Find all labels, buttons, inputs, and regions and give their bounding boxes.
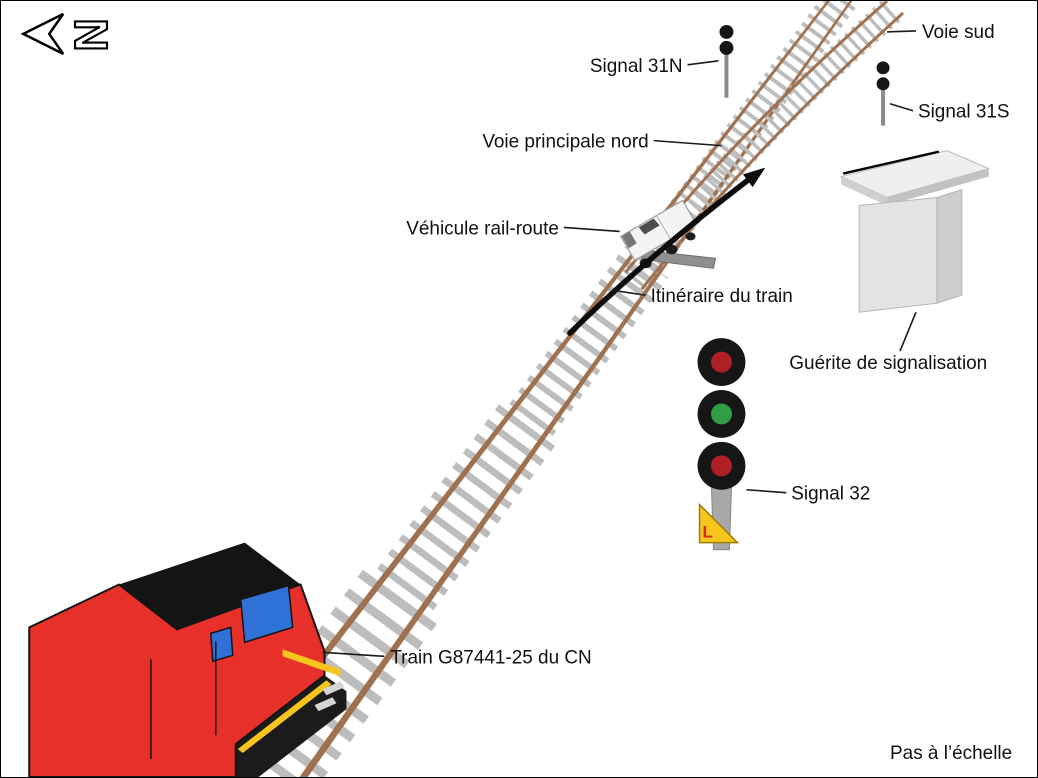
locomotive-underframe (235, 675, 347, 777)
label-signal-31s: Signal 31S (918, 102, 1010, 123)
north-arrow-chevron (20, 12, 65, 55)
track-ties-segment (509, 246, 669, 436)
locomotive-roof (119, 542, 301, 630)
signal-head (876, 61, 890, 75)
signal-head (876, 77, 890, 91)
signal-32-mast: L (697, 338, 746, 551)
locomotive-step (314, 697, 337, 712)
vehicle-bed-seam (656, 215, 672, 240)
labels: Voie sud Signal 31N Signal 31S Voie prin… (322, 22, 1012, 764)
label-itineraire-du-train: Itinéraire du train (651, 286, 793, 307)
signal-head (719, 24, 734, 39)
label-train: Train G87441-25 du CN (390, 647, 591, 668)
route-arrowhead (743, 167, 766, 188)
bungalow-roofline (842, 150, 940, 175)
bungalow-side-face (936, 188, 963, 304)
track-ties-segment (377, 399, 560, 611)
vehicle-wheel (685, 232, 696, 241)
route-curve (567, 177, 751, 336)
label-not-to-scale: Pas à l’échelle (890, 743, 1012, 764)
north-letter: N (65, 18, 117, 51)
label-signal-32: Signal 32 (791, 484, 870, 505)
locomotive-stripe-frame (237, 680, 332, 754)
locomotive-step (322, 681, 345, 696)
label-signal-31n: Signal 31N (590, 56, 683, 77)
signal-31s-mast (876, 61, 890, 126)
label-voie-sud: Voie sud (922, 22, 995, 43)
signal-head (719, 40, 734, 55)
bungalow-roof-edge-left (841, 176, 888, 206)
locomotive-panel-line (118, 583, 178, 630)
locomotive-window-large (239, 584, 294, 644)
leader-guerite (899, 311, 917, 352)
leader-voie-sud (887, 30, 917, 33)
rail-left (231, 1, 830, 774)
signal-l-plate (698, 502, 740, 544)
vehicle-grille (621, 231, 637, 249)
vehicle-body (619, 199, 698, 262)
signal-lens-red-top (711, 351, 732, 373)
label-guerite: Guérite de signalisation (789, 353, 987, 374)
leader-vehicule (563, 226, 620, 233)
label-vehicule-rail-route: Véhicule rail-route (406, 218, 559, 239)
leader-signal-31n (687, 60, 719, 66)
north-arrow-icon: N (20, 12, 118, 55)
bungalow-roof-edge-right (887, 168, 989, 206)
vehicle-windshield (638, 218, 660, 235)
rail-right (299, 1, 853, 777)
bungalow-front-face (858, 196, 938, 313)
locomotive (28, 542, 347, 777)
locomotive-window-small (210, 626, 234, 663)
label-voie-principale-nord: Voie principale nord (482, 132, 648, 153)
signal-lens-green (711, 403, 732, 425)
leader-itineraire (612, 289, 646, 297)
leader-voie-principale (653, 139, 722, 147)
leader-signal-31s (889, 102, 914, 112)
signal-31n-mast (719, 24, 734, 98)
signal-lens-red-bottom (711, 455, 732, 477)
plate-letter: L (703, 523, 713, 542)
leader-signal-32 (746, 488, 787, 494)
locomotive-stripe-upper (282, 649, 341, 677)
signal-bungalow (839, 150, 991, 313)
leader-train (322, 651, 385, 658)
train-route-arrow (567, 167, 766, 336)
